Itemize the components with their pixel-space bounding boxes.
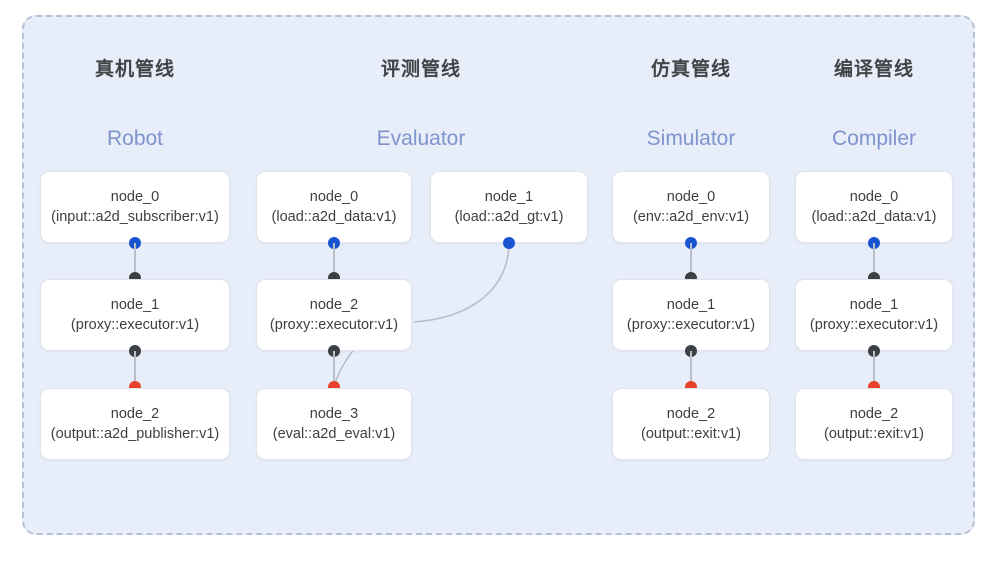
column-evaluator: 评测管线 Evaluator bbox=[256, 60, 586, 149]
node-type: (proxy::executor:v1) bbox=[626, 316, 756, 333]
node-name: node_2 bbox=[849, 405, 899, 422]
column-title-en-evaluator: Evaluator bbox=[376, 127, 466, 150]
column-title-en-robot: Robot bbox=[106, 127, 164, 150]
link-simulator-1-2 bbox=[690, 351, 692, 387]
column-robot: 真机管线 Robot bbox=[40, 60, 230, 149]
node-type: (eval::a2d_eval:v1) bbox=[272, 425, 396, 442]
node-simulator-2[interactable]: node_2 (output::exit:v1) bbox=[612, 388, 770, 460]
column-title-cn-robot: 真机管线 bbox=[94, 59, 175, 80]
column-title-en-compiler: Compiler bbox=[831, 127, 917, 150]
node-name: node_0 bbox=[666, 188, 716, 205]
node-name: node_3 bbox=[309, 405, 359, 422]
column-title-cn-compiler: 编译管线 bbox=[833, 59, 914, 80]
node-evaluator-2[interactable]: node_2 (proxy::executor:v1) bbox=[256, 279, 412, 351]
node-type: (load::a2d_data:v1) bbox=[271, 208, 397, 225]
link-compiler-1-2 bbox=[873, 351, 875, 387]
node-simulator-1[interactable]: node_1 (proxy::executor:v1) bbox=[612, 279, 770, 351]
column-simulator: 仿真管线 Simulator bbox=[612, 60, 770, 149]
node-simulator-0[interactable]: node_0 (env::a2d_env:v1) bbox=[612, 171, 770, 243]
node-name: node_0 bbox=[110, 188, 160, 205]
node-name: node_2 bbox=[666, 405, 716, 422]
column-title-cn-simulator: 仿真管线 bbox=[650, 59, 731, 80]
node-name: node_0 bbox=[849, 188, 899, 205]
node-robot-2[interactable]: node_2 (output::a2d_publisher:v1) bbox=[40, 388, 230, 460]
column-compiler: 编译管线 Compiler bbox=[795, 60, 953, 149]
link-simulator-0-1 bbox=[690, 243, 692, 278]
node-type: (output::exit:v1) bbox=[824, 425, 924, 442]
node-type: (input::a2d_subscriber:v1) bbox=[51, 208, 219, 225]
node-compiler-1[interactable]: node_1 (proxy::executor:v1) bbox=[795, 279, 953, 351]
node-type: (output::a2d_publisher:v1) bbox=[50, 425, 220, 442]
link-compiler-0-1 bbox=[873, 243, 875, 278]
column-title-en-simulator: Simulator bbox=[646, 127, 736, 150]
node-type: (proxy::executor:v1) bbox=[809, 316, 939, 333]
node-type: (proxy::executor:v1) bbox=[70, 316, 200, 333]
link-robot-1-2 bbox=[134, 351, 136, 387]
link-evaluator-2-3 bbox=[333, 351, 335, 387]
port-out-evaluator-gt[interactable] bbox=[503, 237, 515, 249]
node-name: node_0 bbox=[309, 188, 359, 205]
node-name: node_1 bbox=[484, 188, 534, 205]
node-type: (output::exit:v1) bbox=[641, 425, 741, 442]
node-evaluator-gt[interactable]: node_1 (load::a2d_gt:v1) bbox=[430, 171, 588, 243]
link-robot-0-1 bbox=[134, 243, 136, 278]
column-title-cn-evaluator: 评测管线 bbox=[380, 59, 461, 80]
node-name: node_1 bbox=[849, 296, 899, 313]
node-robot-1[interactable]: node_1 (proxy::executor:v1) bbox=[40, 279, 230, 351]
node-robot-0[interactable]: node_0 (input::a2d_subscriber:v1) bbox=[40, 171, 230, 243]
node-type: (load::a2d_gt:v1) bbox=[454, 208, 564, 225]
node-type: (load::a2d_data:v1) bbox=[811, 208, 937, 225]
node-evaluator-0[interactable]: node_0 (load::a2d_data:v1) bbox=[256, 171, 412, 243]
node-compiler-0[interactable]: node_0 (load::a2d_data:v1) bbox=[795, 171, 953, 243]
node-type: (proxy::executor:v1) bbox=[269, 316, 399, 333]
node-evaluator-3[interactable]: node_3 (eval::a2d_eval:v1) bbox=[256, 388, 412, 460]
node-name: node_2 bbox=[309, 296, 359, 313]
node-name: node_2 bbox=[110, 405, 160, 422]
node-compiler-2[interactable]: node_2 (output::exit:v1) bbox=[795, 388, 953, 460]
link-evaluator-0-2 bbox=[333, 243, 335, 278]
node-name: node_1 bbox=[110, 296, 160, 313]
node-type: (env::a2d_env:v1) bbox=[632, 208, 750, 225]
node-name: node_1 bbox=[666, 296, 716, 313]
